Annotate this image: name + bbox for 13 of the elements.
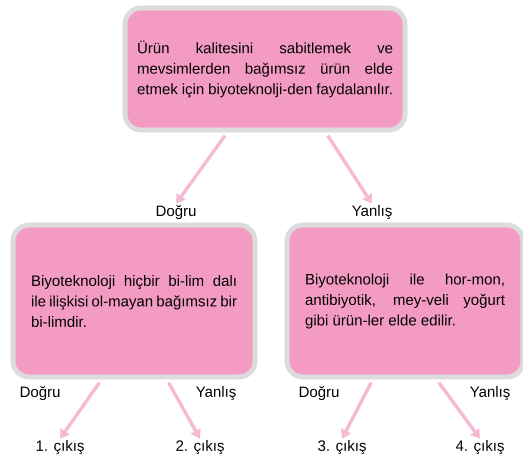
answer-text: 4. çıkış xyxy=(456,440,504,454)
edge-label: Yanlış xyxy=(468,384,512,401)
answer-text: Yanlış xyxy=(352,204,392,220)
answer-text: 1. çıkış xyxy=(36,440,84,454)
edge-label: Doğru xyxy=(298,384,340,402)
statement-box: Biyoteknoloji hiçbir bi-lim dalı ile ilişkisi ol-mayan bağımsız bir bi-limdir. xyxy=(10,222,258,380)
edge-label: Doğru xyxy=(18,384,62,402)
statement-box: Ürün kalitesini sabitlemek ve mevsimlerden bağımsız ürün elde etmek için biyoteknolji-den faydalanılır. xyxy=(122,6,408,132)
answer-text: Doğru xyxy=(156,204,196,220)
answer-text: 2. çıkış xyxy=(176,440,224,454)
edge-label: Yanlış xyxy=(194,384,238,401)
statement-box: Biyoteknoloji ile hor-mon, antibiyotik, mey-veli yoğurt gibi ürün-ler elde edilir. xyxy=(284,222,523,380)
answer-text: 3. çıkış xyxy=(318,440,366,454)
